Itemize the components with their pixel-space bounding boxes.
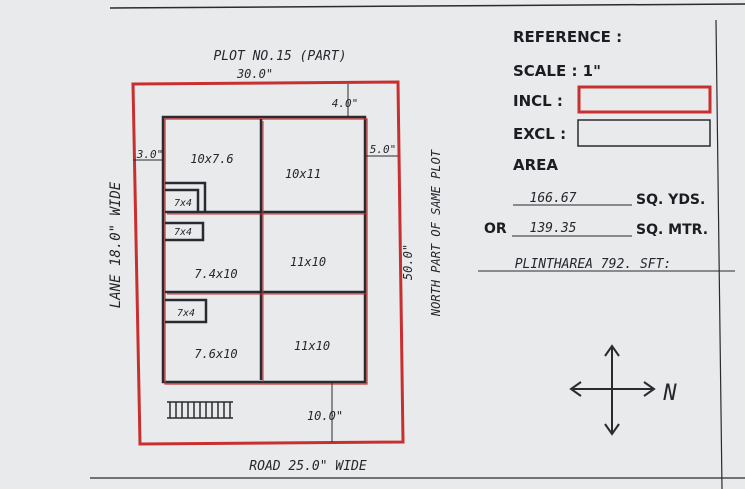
room-label: 10x11 <box>285 167 321 181</box>
room-label: 7.4x10 <box>194 267 237 281</box>
room-label: 11x10 <box>290 255 326 269</box>
area-heading: AREA <box>513 156 558 174</box>
plot-boundary <box>131 80 405 446</box>
top-width-dimension: 30.0" <box>236 67 273 81</box>
compass-icon <box>569 344 656 436</box>
room-label: 11x10 <box>294 339 330 353</box>
plinth-area: PLINTHAREA 792. SFT: <box>515 257 672 272</box>
building-outline <box>161 115 368 385</box>
excl-label: EXCL : <box>513 125 566 143</box>
interior-walls-red <box>167 121 367 382</box>
sq-yds-value: 166.67 <box>530 191 577 206</box>
staircase <box>167 401 233 419</box>
top-right-setback: 4.0" <box>332 97 359 110</box>
or-label: OR <box>484 221 507 237</box>
room-label: 7.6x10 <box>194 347 237 361</box>
room-label: 10x7.6 <box>190 152 233 166</box>
interior-walls <box>165 119 365 380</box>
incl-swatch <box>577 85 712 114</box>
room-label: 7x4 <box>174 198 192 209</box>
plot-title: PLOT NO.15 (PART) <box>213 49 346 64</box>
depth-dimension: 50.0" <box>401 244 415 280</box>
reference-heading: REFERENCE : <box>513 28 622 46</box>
sq-mtr-value: 139.35 <box>530 221 577 236</box>
sq-mtr-unit: SQ. MTR. <box>636 222 708 238</box>
north-part-label: NORTH PART OF SAME PLOT <box>429 149 443 317</box>
legend-panel: REFERENCE : SCALE : 1" INCL : EXCL : ARE… <box>478 28 735 272</box>
north-indicator: N <box>662 381 677 406</box>
excl-swatch <box>577 119 711 147</box>
scale-label: SCALE : 1" <box>513 62 601 80</box>
road-label: ROAD 25.0" WIDE <box>249 459 367 474</box>
sheet-right-border <box>715 19 723 489</box>
left-setback: 3.0" <box>136 148 164 161</box>
room-label: 7x4 <box>174 227 192 238</box>
incl-label: INCL : <box>513 92 563 110</box>
lane-label: LANE 18.0" WIDE <box>108 181 124 308</box>
sheet-top-border <box>109 3 745 9</box>
bottom-setback: 10.0" <box>307 409 343 423</box>
room-label: 7x4 <box>177 308 195 319</box>
sq-yds-unit: SQ. YDS. <box>636 192 705 208</box>
dimension-lines <box>133 84 398 442</box>
right-setback: 5.0" <box>370 143 397 156</box>
